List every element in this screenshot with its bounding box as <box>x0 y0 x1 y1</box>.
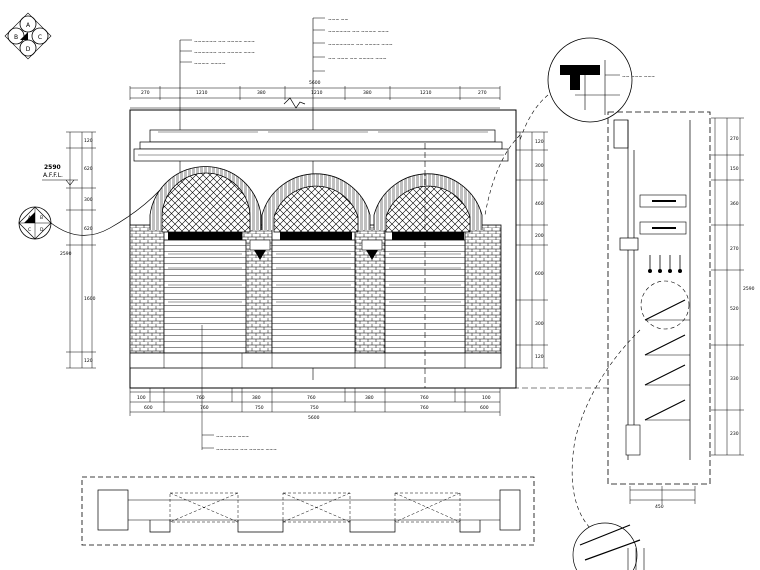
left-dimensions <box>66 131 96 369</box>
arch-window-2 <box>261 173 371 354</box>
left-dim: 620 <box>84 226 93 232</box>
bottom-dim: 100 <box>137 395 146 401</box>
top-dim: 380 <box>257 90 266 96</box>
right-dim: 120 <box>535 139 544 145</box>
bottom-dimensions <box>129 388 501 416</box>
side-bottom-dim: 450 <box>655 504 664 510</box>
side-dim: 520 <box>730 306 739 312</box>
side-section <box>571 111 744 570</box>
left-note-2: ~~~~~~ ~~ ~~~~ ~~~ <box>194 51 255 56</box>
bottom-total: 5600 <box>308 415 320 421</box>
plan-view <box>81 476 535 546</box>
section-letter-b: B <box>40 215 43 221</box>
side-total: 2590 <box>743 286 755 292</box>
wall-elevation <box>129 109 517 389</box>
left-dim: 300 <box>84 197 93 203</box>
left-note-1: ~~~~~~ ~~ ~~~~ ~~~ <box>194 40 255 45</box>
right-dim: 460 <box>535 201 544 207</box>
detail-callout: ~~ ~~~ ~~~ <box>519 37 655 141</box>
skirting <box>129 352 502 369</box>
bottom-dim: 760 <box>196 395 205 401</box>
bottom-annotations: ~~ ~~~ ~~~ ~~~~~~ ~~ ~~~~ ~~~ <box>201 325 277 453</box>
side-dim: 270 <box>730 136 739 142</box>
bottom-dim: 760 <box>307 395 316 401</box>
side-dim-labels: 270 150 360 270 520 330 230 2590 450 <box>655 136 755 510</box>
left-note-3: ~~~~ ~~~~ <box>194 62 226 67</box>
left-total: 2590 <box>60 251 72 257</box>
key-letter-b: B <box>14 34 18 41</box>
top-dim: 1210 <box>196 90 208 96</box>
side-dim: 150 <box>730 166 739 172</box>
bottom-dim: 100 <box>482 395 491 401</box>
section-letter-c: C <box>28 227 31 233</box>
bottom-dim: 760 <box>420 405 429 411</box>
left-dim: 620 <box>84 166 93 172</box>
side-dim: 270 <box>730 246 739 252</box>
side-dim: 230 <box>730 431 739 437</box>
brick-pier <box>464 224 502 354</box>
left-dim-labels: 120 620 300 620 1600 120 2590 <box>60 138 96 364</box>
left-dim: 1600 <box>84 296 96 302</box>
bottom-dim: 600 <box>480 405 489 411</box>
bottom-dim: 380 <box>365 395 374 401</box>
header-note-2: ~~~~~~ ~~ ~~~~ ~~~ <box>328 30 389 35</box>
section-letter-d: D <box>40 227 44 233</box>
bottom-dim: 750 <box>310 405 319 411</box>
left-dim: 120 <box>84 138 93 144</box>
arch-window-1 <box>149 166 262 354</box>
key-letter-a: A <box>26 22 31 29</box>
bottom-dim-labels: 100 760 380 760 380 760 100 600 760 750 … <box>137 395 491 421</box>
right-dim: 600 <box>535 271 544 277</box>
header-note-3: ~~~~~~~ ~~ ~~~~ ~~~ <box>328 43 393 48</box>
top-dimensions <box>129 86 501 109</box>
right-dim: 120 <box>535 354 544 360</box>
key-letter-d: D <box>26 46 31 53</box>
right-dim: 300 <box>535 321 544 327</box>
header-note-1: ~~~ ~~ <box>328 18 349 23</box>
brick-pier <box>129 224 165 354</box>
left-dim: 120 <box>84 358 93 364</box>
section-leader <box>424 143 612 389</box>
top-dim-labels: 270 1210 380 1210 380 1210 270 5600 <box>141 80 487 96</box>
right-dim: 200 <box>535 233 544 239</box>
section-letter-a: A <box>28 215 32 221</box>
key-letter-c: C <box>38 34 42 41</box>
bottom-dim: 750 <box>255 405 264 411</box>
right-dim: 300 <box>535 163 544 169</box>
section-key: A B C D <box>18 189 161 240</box>
top-dim: 270 <box>478 90 487 96</box>
bottom-dim: 380 <box>252 395 261 401</box>
side-dim: 330 <box>730 376 739 382</box>
header-note-4: ~~ ~~~ ~~ ~~~~ ~~~ <box>328 57 387 62</box>
bottom-dim: 760 <box>200 405 209 411</box>
section-leader <box>484 134 521 216</box>
key-plan: A B C D <box>4 12 52 60</box>
side-dim: 360 <box>730 201 739 207</box>
top-dim: 270 <box>141 90 150 96</box>
top-dim: 1210 <box>420 90 432 96</box>
right-dim-labels: 120 300 460 200 600 300 120 <box>535 139 544 360</box>
bottom-dim: 600 <box>144 405 153 411</box>
detail-note: ~~ ~~~ ~~~ <box>622 75 655 80</box>
bottom-dim: 760 <box>420 395 429 401</box>
level-label: A.F.F.L. <box>43 172 63 179</box>
overall-width: 5600 <box>309 80 321 86</box>
top-dim: 1210 <box>311 90 323 96</box>
bottom-note-2: ~~~~~~ ~~ ~~~~ ~~~ <box>216 448 277 453</box>
level-value: 2590 <box>44 164 61 171</box>
wall-sconce <box>249 239 383 260</box>
bottom-note-1: ~~ ~~~ ~~~ <box>216 435 249 440</box>
top-dim: 380 <box>363 90 372 96</box>
right-dimensions <box>516 131 548 369</box>
level-marker: 2590 A.F.F.L. <box>42 164 78 186</box>
